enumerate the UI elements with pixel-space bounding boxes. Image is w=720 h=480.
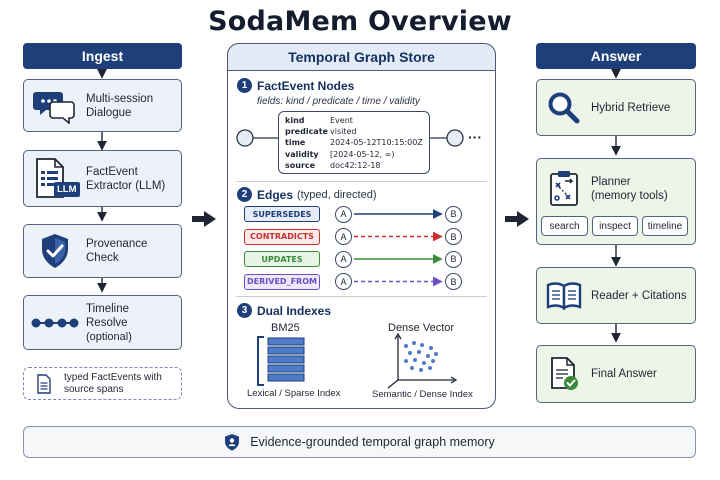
reader-label: Reader + Citations: [591, 289, 687, 302]
edge-source-node: A: [335, 250, 352, 268]
more-nodes-ellipsis: ···: [468, 129, 482, 145]
provenance-label: Provenance Check: [86, 238, 148, 264]
ingest-legend: typed FactEvents with source spans: [23, 367, 182, 400]
llm-badge: LLM: [54, 181, 80, 197]
footer-banner: Evidence-grounded temporal graph memory: [23, 426, 696, 458]
ingest-to-store-arrow: [192, 211, 216, 227]
factevent-record-card[interactable]: kind Event predicate visited time 2024-0…: [278, 111, 430, 174]
section1-fields: fields: kind / predicate / time / validi…: [257, 96, 420, 107]
node-link-lines: [236, 129, 464, 147]
planner-label: Planner: [591, 176, 631, 188]
edge-target-node: B: [445, 205, 462, 223]
planner-label-group: Planner (memory tools): [591, 175, 668, 203]
bm25-index-icon: [257, 336, 305, 386]
chat-bubbles-icon: [24, 88, 86, 124]
ingest-header: Ingest: [23, 43, 182, 69]
record-row-kind: kind Event: [285, 115, 423, 126]
final-answer-label: Final Answer: [591, 368, 657, 380]
edge-type-pill: SUPERSEDES: [244, 206, 320, 222]
planner-sublabel: (memory tools): [591, 190, 668, 202]
record-value: [2024-05-12, ∞): [330, 149, 395, 159]
section-divider-1: [236, 181, 487, 182]
dialogue-label: Multi-session Dialogue: [86, 92, 154, 119]
timeline-note: (optional): [86, 330, 132, 343]
shield-badge-icon: [224, 433, 240, 451]
timeline-label-group: Timeline Resolve (optional): [86, 302, 172, 344]
tool-search-button[interactable]: search: [541, 216, 588, 236]
magnifier-icon: [537, 91, 591, 125]
record-key: time: [285, 138, 306, 148]
document-llm-icon: LLM: [24, 157, 86, 201]
section1-title: 1 FactEvent Nodes: [237, 78, 354, 93]
timeline-label: Timeline Resolve: [86, 302, 130, 329]
record-row-predicate: predicate visited: [285, 126, 423, 137]
edge-source-node: A: [335, 205, 352, 223]
section3-title: 3 Dual Indexes: [237, 303, 331, 318]
record-key: kind: [285, 116, 305, 125]
store-header: Temporal Graph Store: [227, 43, 496, 71]
bm25-caption: Lexical / Sparse Index: [247, 388, 341, 399]
timeline-dots-icon: [24, 317, 86, 329]
section3-label: Dual Indexes: [257, 303, 332, 318]
edge-source-node: A: [335, 273, 352, 290]
store-to-answer-arrow: [505, 211, 529, 227]
reader-step[interactable]: Reader + Citations: [536, 267, 696, 324]
shield-check-icon: [24, 232, 86, 270]
record-key: source: [285, 160, 316, 170]
right-node: [446, 129, 464, 147]
section1-number: 1: [237, 78, 252, 93]
record-value: 2024-05-12T10:15:00Z: [330, 138, 423, 148]
section2-label: Edges: [257, 187, 294, 202]
record-value: Event: [330, 116, 353, 125]
record-key: validity: [285, 149, 319, 159]
tool-inspect-button[interactable]: inspect: [592, 216, 638, 236]
dialogue-step[interactable]: Multi-session Dialogue: [23, 79, 182, 132]
open-book-icon: [537, 281, 591, 311]
record-value: doc42:12-18: [330, 160, 381, 170]
extractor-label: FactEvent Extractor (LLM): [86, 165, 166, 192]
section1-label: FactEvent Nodes: [257, 78, 355, 93]
section3-number: 3: [237, 303, 252, 318]
final-answer-step[interactable]: Final Answer: [536, 345, 696, 403]
record-key: predicate: [285, 127, 328, 137]
dense-caption: Semantic / Dense Index: [372, 389, 473, 400]
edge-target-node: B: [445, 273, 462, 290]
extractor-step[interactable]: LLM FactEvent Extractor (LLM): [23, 150, 182, 207]
timeline-step[interactable]: Timeline Resolve (optional): [23, 295, 182, 350]
left-node: [236, 129, 254, 147]
dense-vector-icon: [387, 332, 458, 389]
provenance-step[interactable]: Provenance Check: [23, 224, 182, 278]
diagram-title: SodaMem Overview: [208, 6, 512, 37]
document-check-icon: [537, 356, 591, 392]
retrieve-label: Hybrid Retrieve: [591, 101, 671, 114]
record-row-validity: validity [2024-05-12, ∞): [285, 149, 423, 160]
record-row-source: source doc42:12-18: [285, 160, 423, 171]
edge-target-node: B: [445, 250, 462, 268]
edge-source-node: A: [335, 228, 352, 245]
document-icon: [24, 373, 64, 394]
section2-number: 2: [237, 187, 252, 202]
edge-type-pill: UPDATES: [244, 251, 320, 267]
section2-subtitle: (typed, directed): [297, 188, 377, 201]
edge-type-pill: CONTRADICTS: [244, 228, 320, 245]
answer-header: Answer: [536, 43, 696, 69]
edge-target-node: B: [445, 228, 462, 245]
record-value: visited: [330, 127, 357, 137]
tool-timeline-button[interactable]: timeline: [642, 216, 688, 236]
edge-type-pill: DERIVED_FROM: [244, 273, 320, 290]
record-row-time: time 2024-05-12T10:15:00Z: [285, 137, 423, 148]
section2-title: 2 Edges (typed, directed): [237, 187, 377, 202]
legend-label: typed FactEvents with source spans: [64, 371, 162, 395]
dense-label: Dense Vector: [388, 322, 455, 334]
clipboard-plan-icon: [537, 169, 591, 207]
footer-text: Evidence-grounded temporal graph memory: [250, 435, 495, 449]
hybrid-retrieve-step[interactable]: Hybrid Retrieve: [536, 79, 696, 136]
section-divider-2: [236, 296, 487, 297]
bm25-label: BM25: [271, 322, 300, 334]
